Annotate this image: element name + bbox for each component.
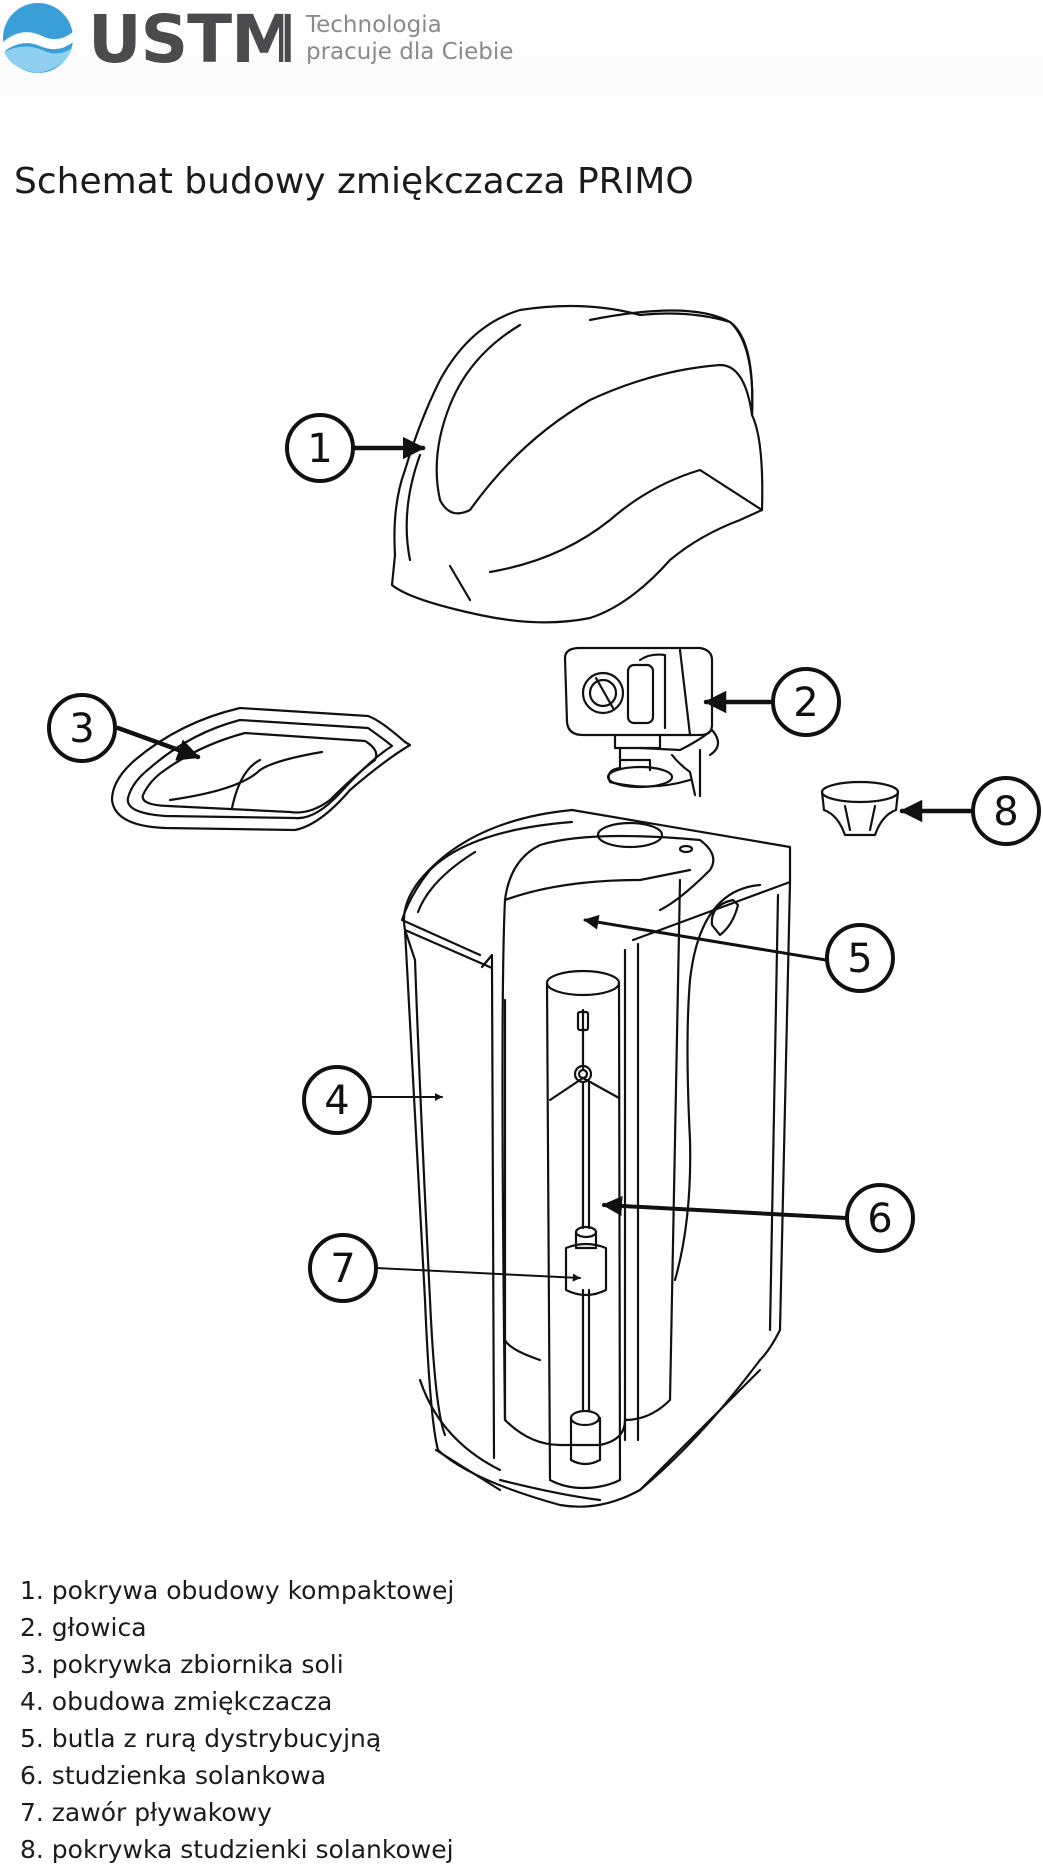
tagline-line-1: Technologia xyxy=(306,12,442,38)
part-7-float-valve xyxy=(564,1225,608,1297)
callout-6-label: 6 xyxy=(867,1196,892,1242)
callout-4-label: 4 xyxy=(324,1078,349,1124)
legend-item-5: 5. butla z rurą dystrybucyjną xyxy=(20,1724,382,1753)
callout-7-circle xyxy=(308,1233,378,1303)
callout-2-label: 2 xyxy=(793,680,818,726)
legend-item-8: 8. pokrywka studzienki solankowej xyxy=(20,1835,454,1864)
brand-tagline: Technologia pracuje dla Ciebie xyxy=(306,12,513,66)
brand-name: USTM xyxy=(88,1,297,78)
callout-5-circle xyxy=(825,923,895,993)
legend-item-3: 3. pokrywka zbiornika soli xyxy=(20,1650,344,1679)
legend-item-7: 7. zawór pływakowy xyxy=(20,1798,272,1827)
callout-7-label: 7 xyxy=(330,1246,355,1292)
part-3-salt-lid xyxy=(110,706,412,832)
callout-1-label: 1 xyxy=(307,426,332,472)
callout-6-circle xyxy=(845,1183,915,1253)
callout-4-circle xyxy=(302,1065,372,1135)
brand-divider xyxy=(283,14,285,62)
callout-6-arrow xyxy=(602,1195,848,1220)
callout-3-label: 3 xyxy=(69,706,94,752)
legend-item-1: 1. pokrywa obudowy kompaktowej xyxy=(20,1576,455,1605)
part-6-brine-well xyxy=(545,969,622,1490)
part-2-valve-head xyxy=(563,646,720,798)
page-title: Schemat budowy zmiękczacza PRIMO xyxy=(14,161,694,202)
callout-8-circle xyxy=(971,776,1041,846)
parts-legend: 1. pokrywa obudowy kompaktowej 2. głowic… xyxy=(20,1572,454,1865)
callout-7-arrow xyxy=(376,1267,581,1282)
callout-3-arrow xyxy=(115,725,201,761)
callout-3-circle xyxy=(47,693,117,763)
legend-item-2: 2. głowica xyxy=(20,1613,147,1642)
callout-5-arrow xyxy=(583,914,828,962)
brand-header: USTM Technologia pracuje dla Ciebie xyxy=(0,0,1043,96)
part-8-brine-well-lid xyxy=(820,780,900,837)
callout-1-circle xyxy=(285,413,355,483)
ustm-logo-icon xyxy=(3,3,73,73)
legend-item-6: 6. studzienka solankowa xyxy=(20,1761,327,1790)
part-1-cover xyxy=(390,304,764,624)
part-4-housing xyxy=(400,808,792,1508)
tagline-line-2: pracuje dla Ciebie xyxy=(306,39,514,65)
callout-8-label: 8 xyxy=(993,789,1018,835)
callout-2-circle xyxy=(771,667,841,737)
part-5-bottle xyxy=(501,821,715,1447)
callout-5-label: 5 xyxy=(847,936,872,982)
legend-item-4: 4. obudowa zmiękczacza xyxy=(20,1687,333,1716)
